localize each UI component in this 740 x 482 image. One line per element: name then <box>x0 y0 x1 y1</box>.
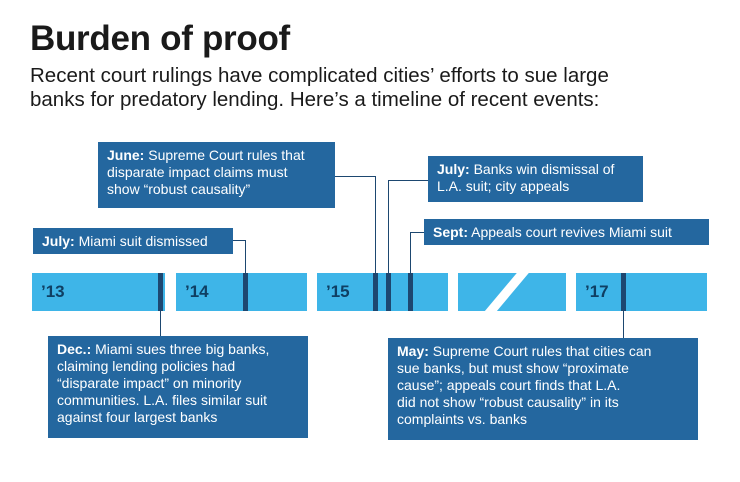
event-marker-sept-2015 <box>408 273 413 311</box>
connector-dec <box>160 311 161 336</box>
event-date: July: <box>42 233 75 249</box>
event-text: did not show “robust causality” in its <box>397 394 619 410</box>
event-box-dec: Dec.: Miami sues three big banks, claimi… <box>48 336 308 438</box>
event-text: claiming lending policies had <box>57 358 236 374</box>
event-marker-may-2017 <box>621 273 626 311</box>
event-text: Miami sues three big banks, <box>91 341 270 357</box>
connector-june <box>375 176 376 273</box>
event-text: show “robust causality” <box>107 181 251 197</box>
timeline-segment-2014 <box>176 273 307 311</box>
event-box-june: June: Supreme Court rules that disparate… <box>98 142 335 208</box>
event-marker-july-2015 <box>386 273 391 311</box>
event-marker-june-2015 <box>373 273 378 311</box>
event-box-may: May: Supreme Court rules that cities can… <box>388 338 698 440</box>
connector-july-la <box>388 180 389 273</box>
connector-sept <box>410 232 424 233</box>
event-text: sue banks, but must show “proximate <box>397 360 629 376</box>
subtitle-line: banks for predatory lending. Here’s a ti… <box>30 88 600 111</box>
event-date: July: <box>437 161 470 177</box>
connector-july-la <box>388 180 428 181</box>
subtitle-line: Recent court rulings have complicated ci… <box>30 64 609 87</box>
event-text: Supreme Court rules that cities can <box>428 343 652 359</box>
page-subtitle: Recent court rulings have complicated ci… <box>30 64 730 112</box>
event-box-july-la: July: Banks win dismissal of L.A. suit; … <box>428 156 643 202</box>
event-text: Appeals court revives Miami suit <box>468 224 672 240</box>
timeline-segment-2017 <box>576 273 707 311</box>
event-text: disparate impact claims must <box>107 164 288 180</box>
event-date: June: <box>107 147 145 163</box>
event-marker-july-2014 <box>243 273 248 311</box>
year-label-2014: ’14 <box>185 282 209 301</box>
event-marker-dec-2013 <box>158 273 163 311</box>
event-text: “disparate impact” on minority <box>57 375 242 391</box>
event-text: cause”; appeals court finds that L.A. <box>397 377 621 393</box>
timeline-segment-2015 <box>317 273 448 311</box>
timeline-segment-2013 <box>32 273 165 311</box>
page-title: Burden of proof <box>30 19 290 58</box>
event-text: Miami suit dismissed <box>74 233 208 249</box>
connector-july-miami <box>233 240 246 241</box>
event-date: Sept: <box>433 224 468 240</box>
year-label-2013: ’13 <box>41 282 65 301</box>
event-date: Dec.: <box>57 341 92 357</box>
connector-may <box>623 311 624 338</box>
event-text: against four largest banks <box>57 409 218 425</box>
year-label-2015: ’15 <box>326 282 350 301</box>
event-text: Supreme Court rules that <box>144 147 305 163</box>
connector-sept <box>410 232 411 273</box>
year-label-2017: ’17 <box>585 282 609 301</box>
connector-june <box>334 176 376 177</box>
event-text: L.A. suit; city appeals <box>437 178 570 194</box>
event-text: communities. L.A. files similar suit <box>57 392 268 408</box>
connector-july-miami <box>245 240 246 273</box>
event-box-sept: Sept: Appeals court revives Miami suit <box>424 219 709 245</box>
event-text: Banks win dismissal of <box>469 161 615 177</box>
event-box-july-miami: July: Miami suit dismissed <box>33 228 233 254</box>
event-text: complaints vs. banks <box>397 411 527 427</box>
event-date: May: <box>397 343 429 359</box>
